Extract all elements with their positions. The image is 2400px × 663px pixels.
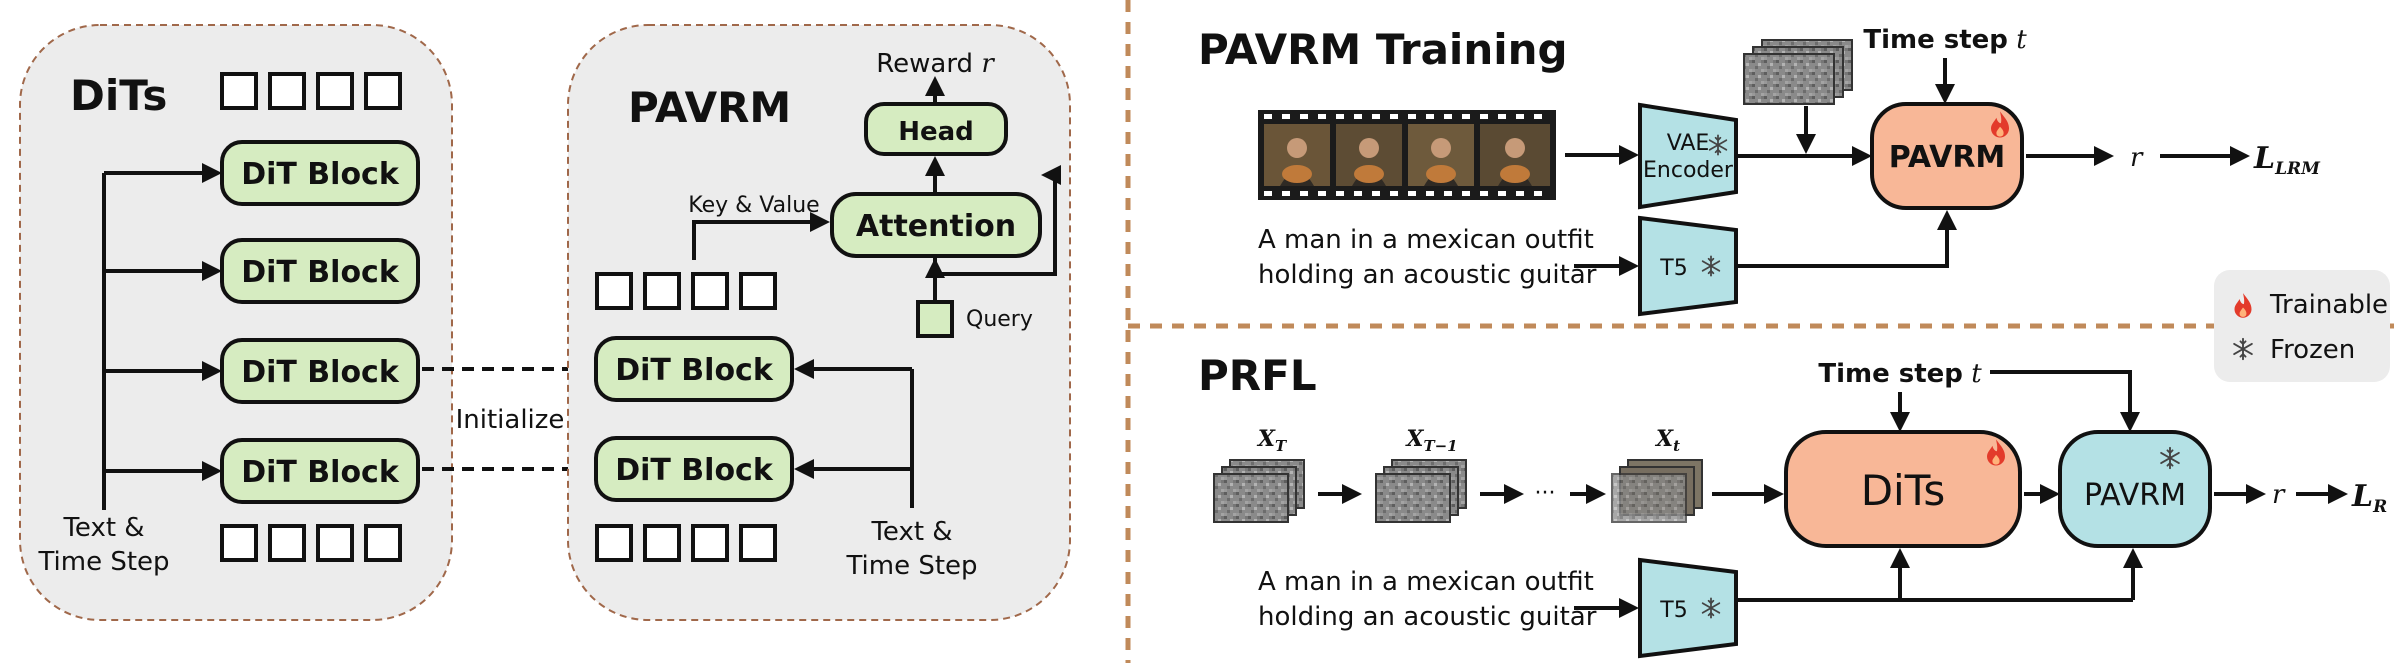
reward-symbol: r [2130,143,2144,173]
svg-text:Attention: Attention [856,209,1016,244]
token-squares-top [220,72,402,110]
svg-text:T5: T5 [1659,256,1687,281]
text-time-label: Time Step [845,551,977,581]
svg-text:DiT Block: DiT Block [241,255,400,290]
loss-lr: LR [2351,479,2387,517]
query-label: Query [966,307,1033,332]
vae-encoder: VAE Encoder [1638,102,1738,210]
svg-text:Time step t: Time step t [1818,359,1982,389]
time-step-label: Time step t [1863,25,2027,55]
token-squares-bottom [220,524,402,562]
ellipsis: ··· [1535,481,1556,506]
svg-text:LR: LR [2351,479,2387,517]
legend: Trainable Frozen [2214,270,2390,382]
dit-block: DiT Block [220,140,420,206]
svg-text:LLRM: LLRM [2253,141,2321,179]
reward-symbol: r [2272,480,2286,510]
dit-block: DiT Block [594,336,794,402]
prompt-line: A man in a mexican outfit [1258,225,1594,255]
svg-text:T5: T5 [1659,598,1687,623]
svg-text:Head: Head [898,117,974,147]
svg-text:VAE: VAE [1667,131,1710,156]
pavrm-training-section: PAVRM Training VAE Encod [1198,25,2321,317]
pavrm-title: PAVRM [628,83,791,132]
prfl-section: PRFL XT XT−1 ··· Xt Time step t [1198,351,2387,659]
svg-text:DiT Block: DiT Block [615,353,774,388]
svg-text:Reward r: Reward r [876,49,995,79]
prompt-line: holding an acoustic guitar [1258,260,1597,290]
svg-text:XT: XT [1256,426,1288,455]
video-film-strip [1258,110,1556,200]
token-squares-bottom [595,524,777,562]
dit-block: DiT Block [594,436,794,502]
t5-encoder: T5 [1638,557,1738,659]
attention-block: Attention [830,192,1042,258]
latent-xT: XT [1213,426,1305,523]
initialize-label: Initialize [456,405,565,435]
text-time-label: Time Step [37,547,169,577]
svg-text:PAVRM: PAVRM [1889,140,2006,175]
pavrm-panel: PAVRM Reward r Head Attention Query Key … [567,24,1071,621]
key-value-label: Key & Value [688,193,819,218]
head-block: Head [864,102,1008,156]
pavrm-box: PAVRM [1870,102,2024,210]
legend-frozen: Frozen [2270,335,2355,365]
prfl-title: PRFL [1198,351,1317,400]
prompt-line: holding an acoustic guitar [1258,602,1597,632]
loss-lrm: LLRM [2253,141,2321,179]
dit-block: DiT Block [220,238,420,304]
svg-text:PAVRM: PAVRM [2084,478,2186,513]
svg-text:DiT Block: DiT Block [615,453,774,488]
t5-encoder: T5 [1638,215,1738,317]
dits-panel: DiTs DiT Block DiT Block DiT Block DiT B… [19,24,453,621]
legend-trainable: Trainable [2269,290,2388,320]
token-squares-middle [595,272,777,310]
dits-title: DiTs [70,71,167,120]
svg-text:DiT Block: DiT Block [241,455,400,490]
initialize-arrows: Initialize [422,359,594,479]
svg-text:DiTs: DiTs [1861,466,1946,515]
svg-text:XT−1: XT−1 [1404,426,1457,455]
query-square [916,300,954,338]
noise-latents-stack [1743,39,1853,105]
prompt-line: A man in a mexican outfit [1258,567,1594,597]
svg-text:DiT Block: DiT Block [241,157,400,192]
svg-text:Xt: Xt [1654,426,1680,455]
latent-xt: Xt [1611,426,1703,523]
svg-text:Encoder: Encoder [1643,158,1734,183]
dits-box: DiTs [1784,430,2022,548]
text-time-label: Text & [870,517,952,547]
text-time-label: Text & [62,513,144,543]
svg-text:Time step t: Time step t [1863,25,2027,55]
svg-text:DiT Block: DiT Block [241,355,400,390]
reward-label: Reward r [876,49,995,79]
dit-block: DiT Block [220,438,420,504]
latent-xT-1: XT−1 [1375,426,1467,523]
dit-block: DiT Block [220,338,420,404]
pavrm-box: PAVRM [2058,430,2212,548]
time-step-label: Time step t [1818,359,1982,389]
training-title: PAVRM Training [1198,25,1568,74]
